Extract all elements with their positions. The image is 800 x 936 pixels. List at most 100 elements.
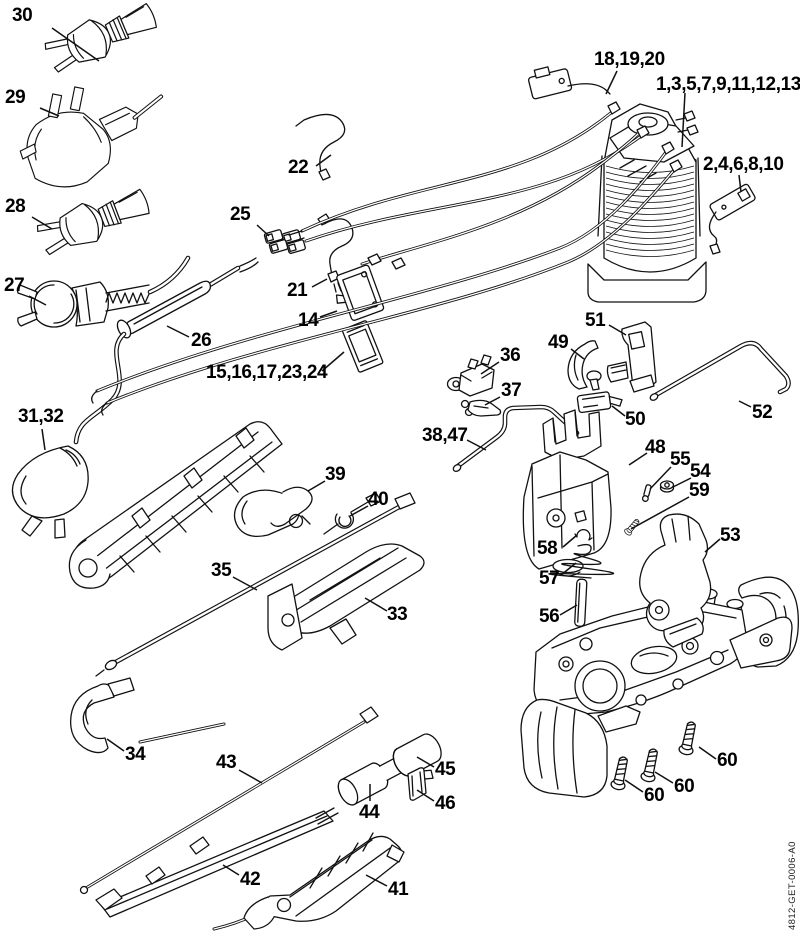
part-29-uk-plug-drawing	[19, 86, 164, 188]
leader-line-41	[365, 874, 388, 887]
part-callout-34: 34	[125, 744, 146, 765]
leader-line-53	[704, 538, 721, 553]
leader-line-38-47	[466, 439, 487, 451]
gear-housing-drawing	[520, 576, 799, 798]
part-59-screw-drawing	[623, 517, 642, 537]
part-25-connector-drawing	[263, 229, 306, 254]
leader-line-51	[608, 324, 627, 336]
part-callout-55: 55	[670, 449, 691, 470]
leader-line-57	[560, 562, 577, 576]
leader-line-59	[630, 496, 690, 530]
part-callout-60: 60	[644, 785, 665, 806]
leader-line-58	[562, 534, 578, 548]
part-callout-33: 33	[387, 604, 408, 625]
part-15-capacitor-drawing	[341, 320, 384, 373]
part-callout-37: 37	[501, 380, 522, 401]
part-callout-42: 42	[240, 869, 261, 890]
leader-line-54	[672, 477, 692, 488]
part-18-switch-drawing	[527, 66, 611, 100]
part-callout-1-3-5-7-9-11-12-13: 1,3,5,7,9,11,12,13	[656, 74, 800, 95]
leader-line-30	[51, 27, 100, 62]
part-callout-38-47: 38,47	[422, 425, 468, 446]
leader-line-40	[349, 505, 369, 517]
part-34-hook-drawing	[69, 677, 226, 754]
leader-line-1-3-5-7-9-11-12-13	[681, 92, 686, 148]
leader-line-27	[28, 295, 47, 306]
leader-line-42	[222, 864, 240, 876]
part-43-rod-drawing	[79, 706, 379, 895]
part-57-spring-drawing	[548, 543, 615, 579]
leader-line-33	[364, 597, 388, 612]
part-callout-18-19-20: 18,19,20	[594, 49, 665, 70]
part-callout-50: 50	[625, 409, 646, 430]
part-22-wire-drawing	[295, 113, 346, 181]
part-callout-43: 43	[216, 752, 237, 773]
motor-drawing	[587, 103, 707, 303]
part-2-brush-drawing	[708, 183, 756, 255]
part-53-lever-drawing	[639, 513, 712, 648]
part-callout-57: 57	[539, 568, 560, 589]
part-callout-41: 41	[388, 879, 409, 900]
part-callout-36: 36	[500, 345, 521, 366]
part-callout-52: 52	[752, 402, 773, 423]
part-callout-53: 53	[720, 525, 741, 546]
part-36-bracket-drawing	[446, 354, 495, 397]
leader-line-46	[416, 789, 435, 802]
leader-line-21	[311, 278, 328, 288]
part-28-euro-plug-drawing	[33, 181, 155, 261]
part-callout-21: 21	[287, 280, 308, 301]
leader-line-22	[315, 154, 332, 167]
part-callout-26: 26	[191, 330, 212, 351]
part-callout-35: 35	[211, 560, 232, 581]
wiring-harness-drawing	[91, 101, 683, 416]
leader-line-26	[166, 325, 190, 338]
leader-line-60	[624, 779, 644, 793]
part-callout-30: 30	[12, 5, 33, 26]
front-handle-panel-drawing	[68, 421, 283, 589]
part-callout-28: 28	[5, 196, 26, 217]
part-40-spring-drawing	[323, 492, 382, 535]
leader-line-43	[238, 769, 263, 784]
part-52-rod-drawing	[649, 340, 791, 401]
part-callout-31-32: 31,32	[18, 406, 64, 427]
part-callout-60: 60	[674, 776, 695, 797]
part-callout-27: 27	[4, 275, 25, 296]
part-54-nut-drawing	[659, 480, 675, 493]
part-callout-46: 46	[435, 793, 456, 814]
leader-line-52	[738, 400, 752, 408]
part-27-schuko-plug-drawing	[16, 255, 191, 328]
part-35-cable-drawing	[95, 492, 416, 677]
leader-line-60	[698, 746, 717, 760]
leader-line-34	[106, 738, 125, 752]
leader-line-25	[256, 224, 270, 237]
leader-line-36	[480, 361, 500, 375]
part-callout-2-4-6-8-10: 2,4,6,8,10	[703, 154, 784, 175]
part-callout-15-16-17-23-24: 15,16,17,23,24	[206, 362, 328, 383]
part-50-bracket-drawing	[576, 391, 623, 414]
part-callout-56: 56	[539, 606, 560, 627]
leader-line-28	[31, 216, 53, 230]
part-42-bar-drawing	[95, 807, 339, 918]
part-45-cap-drawing	[392, 733, 442, 781]
doc-number: 4812-GET-0006-A0	[787, 841, 798, 930]
part-callout-48: 48	[645, 437, 666, 458]
part-30-euro-plug-drawing	[41, 0, 162, 78]
part-callout-29: 29	[5, 87, 26, 108]
part-callout-58: 58	[537, 538, 558, 559]
leader-lines	[28, 27, 752, 887]
leader-line-31-32	[41, 428, 46, 451]
part-38-rod-drawing	[452, 404, 580, 473]
leader-line-48	[628, 452, 648, 466]
leader-line-49	[570, 348, 585, 360]
leader-line-14	[319, 310, 338, 318]
part-41-channel-drawing	[212, 832, 405, 931]
leader-line-45	[416, 756, 435, 768]
part-callout-49: 49	[548, 332, 569, 353]
leader-line-29	[39, 107, 60, 117]
leader-line-56	[559, 604, 578, 616]
part-31-32-aus-plug-drawing	[11, 445, 89, 539]
part-callout-40: 40	[368, 489, 389, 510]
part-51-trigger-drawing	[606, 321, 657, 393]
leader-line-18-19-20	[605, 70, 618, 95]
part-39-lever-drawing	[233, 486, 313, 538]
